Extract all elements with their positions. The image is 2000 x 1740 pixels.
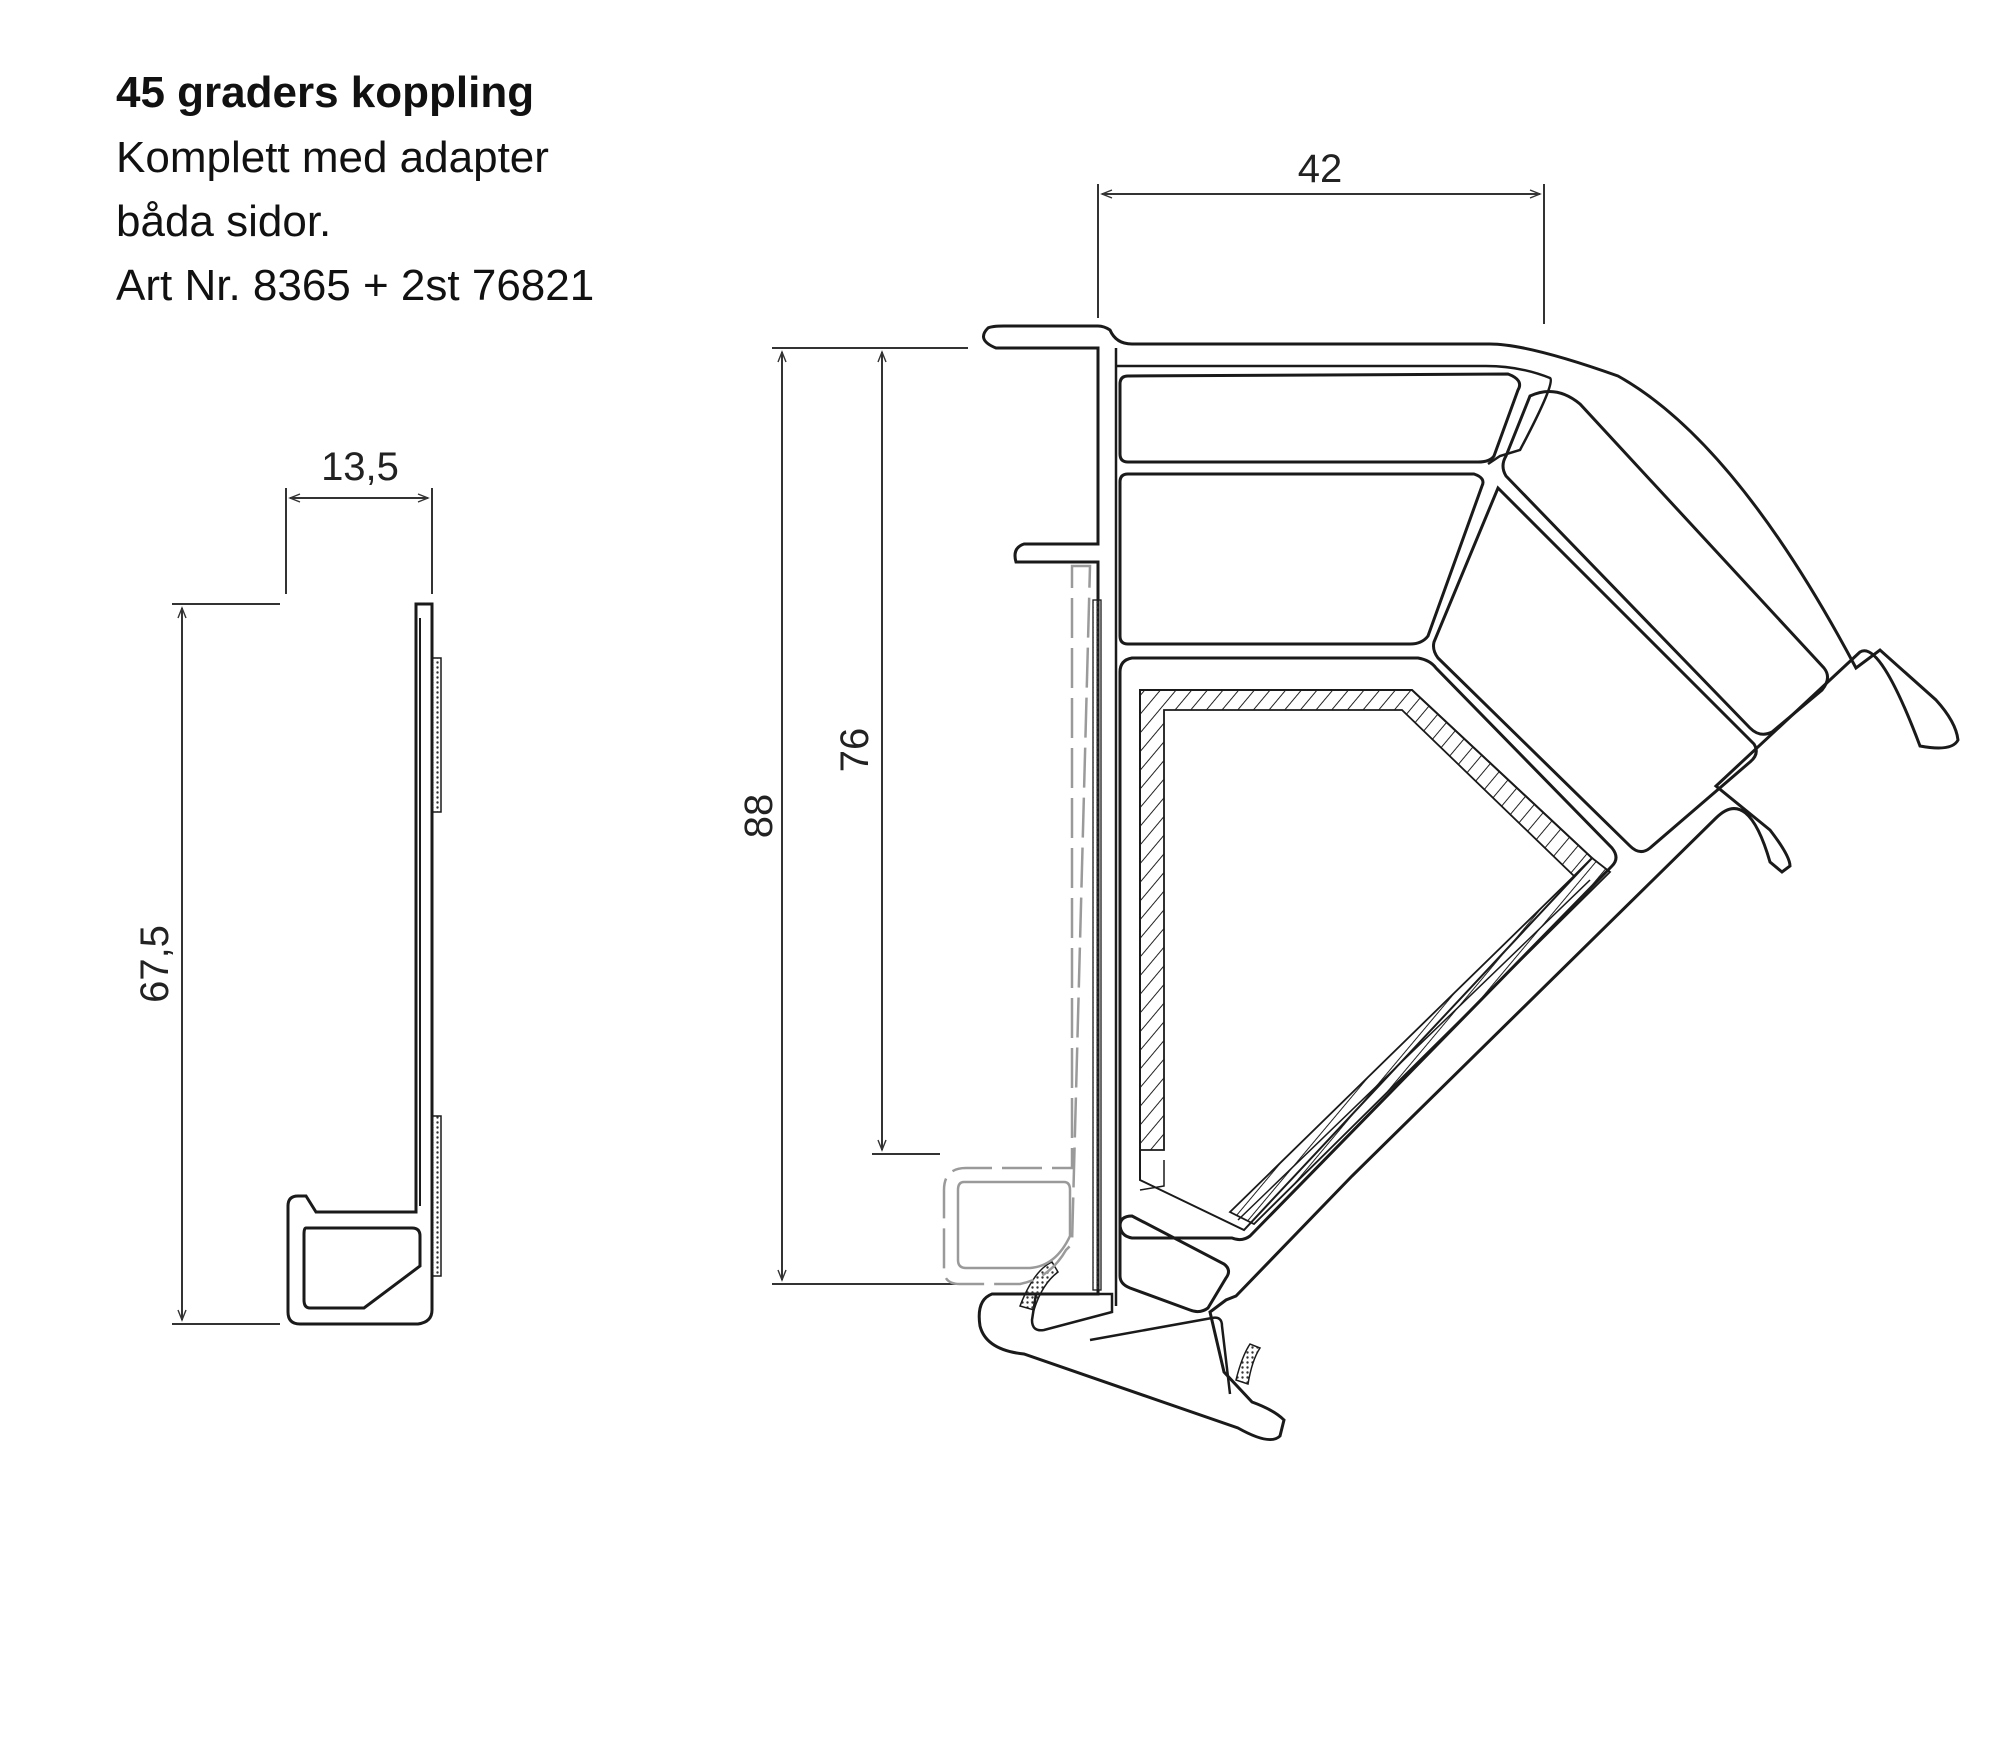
caption-line-3: Art Nr. 8365 + 2st 76821 bbox=[116, 261, 595, 310]
dimension-label-13-5: 13,5 bbox=[321, 445, 399, 489]
adapter-profile: 13,5 67,5 bbox=[133, 445, 442, 1326]
dimension-adapter-width: 13,5 bbox=[285, 445, 433, 594]
dimension-label-42: 42 bbox=[1298, 147, 1343, 191]
caption-line-1: Komplett med adapter bbox=[116, 133, 549, 182]
dimension-adapter-height: 67,5 bbox=[133, 603, 280, 1325]
dimension-label-88: 88 bbox=[737, 794, 781, 839]
dimension-label-76: 76 bbox=[833, 728, 877, 773]
caption-line-2: båda sidor. bbox=[116, 197, 332, 246]
dimension-coupling-height-outer: 88 bbox=[737, 347, 968, 1285]
coupling-profile: 42 88 76 bbox=[737, 147, 1960, 1442]
dimension-coupling-width: 42 bbox=[1097, 147, 1545, 324]
drawing-title: 45 graders koppling bbox=[116, 68, 535, 117]
ghost-adapter-outline bbox=[942, 564, 1092, 1286]
caption-block: 45 graders koppling Komplett med adapter… bbox=[116, 60, 594, 318]
dimension-coupling-height-inner: 76 bbox=[833, 347, 968, 1155]
dimension-label-67-5: 67,5 bbox=[133, 925, 177, 1003]
